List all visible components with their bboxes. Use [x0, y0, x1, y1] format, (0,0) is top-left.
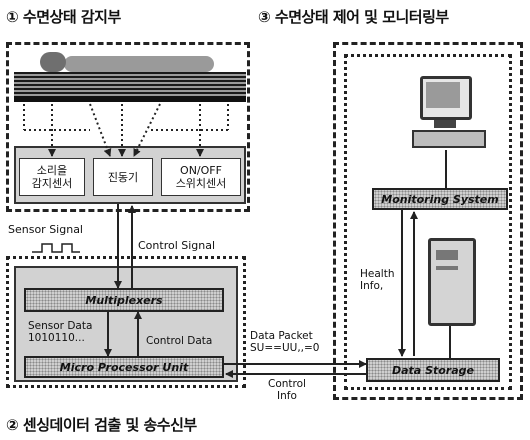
- mattress-sensor-links: [24, 104, 228, 156]
- pulse-signal-icon: [32, 244, 80, 252]
